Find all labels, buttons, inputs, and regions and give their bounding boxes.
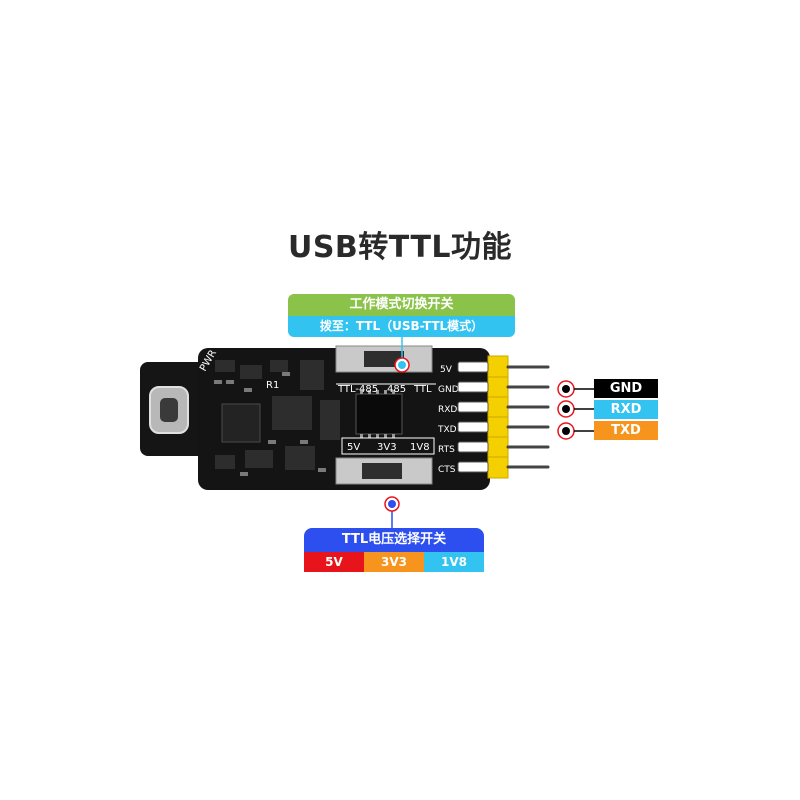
- mode-switch-setting: 拨至：TTL（USB-TTL模式）: [288, 316, 515, 337]
- header-pins: [506, 365, 550, 469]
- pin-label-5v: 5V: [440, 365, 453, 375]
- silk-r1: R1: [266, 380, 279, 391]
- pin-label-gnd: GND: [438, 385, 459, 395]
- pin-label-cts: CTS: [438, 465, 456, 475]
- pin-label-rts: RTS: [438, 445, 455, 455]
- pin-label-txd: TXD: [437, 425, 457, 435]
- silk-ttl: TTL: [413, 384, 432, 395]
- board-components: [215, 360, 340, 470]
- signal-tag-gnd: GND: [594, 379, 658, 398]
- silk-5v: 5V: [347, 442, 360, 453]
- voltage-switch-slider: [362, 463, 402, 479]
- silk-1v8: 1V8: [410, 442, 430, 453]
- mode-switch-slider: [364, 351, 404, 367]
- silk-ttl-485: TTL-485: [337, 384, 378, 395]
- voltage-switch-heading: TTL电压选择开关: [304, 528, 484, 552]
- signal-tag-txd: TXD: [594, 421, 658, 440]
- silk-485: 485: [387, 384, 406, 395]
- ic-chip: [355, 393, 403, 435]
- silk-3v3: 3V3: [377, 442, 397, 453]
- voltage-option-3v3: 3V3: [364, 552, 424, 572]
- mode-switch-heading: 工作模式切换开关: [288, 294, 515, 316]
- voltage-option-5v: 5V: [304, 552, 364, 572]
- pin-label-rxd: RXD: [438, 405, 457, 415]
- signal-markers: [557, 380, 594, 440]
- signal-tag-rxd: RXD: [594, 400, 658, 419]
- page-title: USB转TTL功能: [287, 230, 513, 265]
- voltage-option-1v8: 1V8: [424, 552, 484, 572]
